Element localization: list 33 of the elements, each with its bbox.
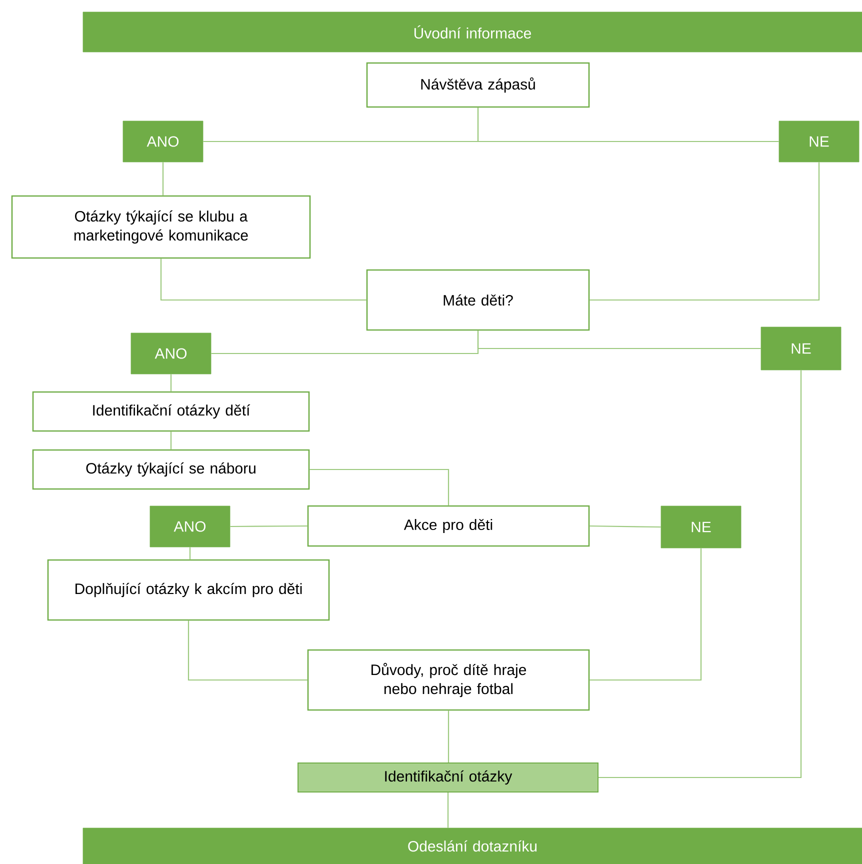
- connector-line: [477, 108, 779, 142]
- process-box: Otázky týkající se náboru: [32, 449, 310, 490]
- connector-line: [448, 710, 450, 762]
- process-box: Identifikační otázky dětí: [32, 391, 310, 432]
- connector-line: [170, 432, 172, 450]
- header-band: Odeslání dotazníku: [82, 828, 862, 864]
- connector-line: [189, 547, 191, 560]
- connector-line: [477, 330, 761, 350]
- answer-box: NE: [778, 120, 860, 162]
- answer-box: ANO: [122, 120, 204, 162]
- connector-line: [590, 162, 820, 301]
- answer-box: ANO: [130, 332, 212, 374]
- connector-line: [170, 374, 172, 392]
- answer-box: NE: [660, 506, 742, 548]
- connector-line: [188, 620, 308, 681]
- connector-line: [160, 258, 366, 301]
- connector-line: [590, 548, 702, 681]
- connector-line: [230, 525, 308, 528]
- answer-box: NE: [760, 326, 842, 370]
- connector-line: [310, 468, 450, 506]
- process-box: Akce pro děti: [307, 505, 590, 547]
- process-box: Doplňující otázky k akcím pro děti: [47, 559, 330, 621]
- process-box: Máte děti?: [366, 269, 590, 331]
- connector-line: [598, 370, 802, 778]
- connector-line: [447, 792, 449, 828]
- connector-line: [590, 525, 661, 528]
- connector-line: [162, 162, 164, 196]
- process-box: Otázky týkající se klubu a marketingové komunikace: [11, 195, 311, 259]
- answer-box: ANO: [150, 506, 230, 548]
- process-box: Návštěva zápasů: [366, 62, 590, 108]
- header-band: Úvodní informace: [82, 12, 862, 52]
- process-box: Důvody, proč dítě hraje nebo nehraje fotbal: [307, 649, 590, 711]
- summary-box: Identifikační otázky: [298, 762, 598, 792]
